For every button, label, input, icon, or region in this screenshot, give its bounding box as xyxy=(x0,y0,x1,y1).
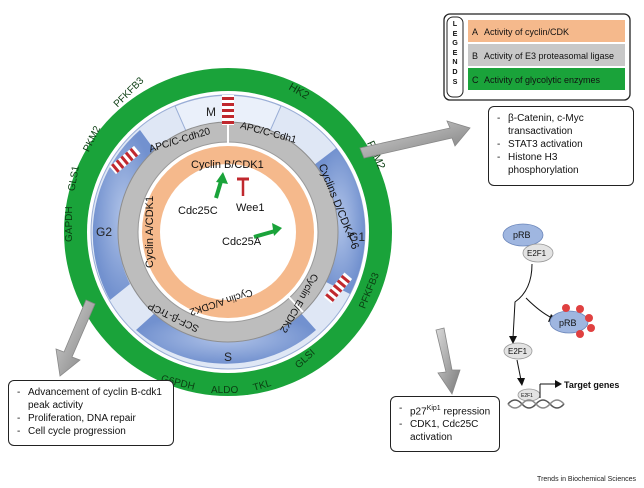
cdc25a-activation-arrow xyxy=(253,223,282,239)
phospho-dot-3 xyxy=(585,314,593,322)
effect-item: Proliferation, DNA repair xyxy=(17,412,166,425)
legend-key-b: B xyxy=(472,51,478,61)
legend-title-letter: D xyxy=(452,66,458,76)
e2f1-dna-label: E2F1 xyxy=(521,393,533,399)
legend-swatch-c xyxy=(468,68,625,90)
legend-title-strip xyxy=(446,16,464,98)
phase-label-s: S xyxy=(224,350,232,364)
cyclin-center xyxy=(160,164,296,300)
journal-footer: Trends in Biochemical Sciences xyxy=(537,476,636,483)
effects-box-top-right: β-Catenin, c-Myc transactivation STAT3 a… xyxy=(488,106,634,186)
enzyme-aldo: ALDO xyxy=(211,385,238,396)
enzyme-tkl: TKL xyxy=(252,378,273,394)
effect-item: STAT3 activation xyxy=(497,138,626,151)
cyclin-b-cdk1: Cyclin B/CDK1 xyxy=(191,159,264,171)
legend-title-letter: E xyxy=(452,28,458,38)
legend-label-b: Activity of E3 proteasomal ligase xyxy=(484,51,614,61)
legend-title-letter: E xyxy=(452,47,458,57)
phospho-dot-2 xyxy=(576,305,584,313)
effect-item: Advancement of cyclin B-cdk1 peak activi… xyxy=(17,386,166,412)
effects-box-bottom-mid: p27Kip1 repression CDK1, Cdc25C activati… xyxy=(390,396,500,452)
prb-bubble xyxy=(502,223,544,247)
enzyme-gapdh: GAPDH xyxy=(64,206,75,242)
legend-title-letter: L xyxy=(452,19,458,28)
e2f1-label: E2F1 xyxy=(527,249,547,258)
dna-helix-2 xyxy=(507,399,565,409)
legend-label-a: Activity of cyclin/CDK xyxy=(484,27,569,37)
phase-label-g1: G1 xyxy=(349,230,365,244)
phase-g2-segment xyxy=(92,130,156,300)
legend-swatch-b xyxy=(468,44,625,66)
prb-label: pRB xyxy=(513,230,531,240)
effects-box-bottom-left: Advancement of cyclin B-cdk1 peak activi… xyxy=(8,380,174,446)
pathway-down-line xyxy=(516,359,522,381)
arrow-to-bottom-mid-box xyxy=(435,327,461,395)
arrow-to-top-right-box xyxy=(359,120,471,159)
legend-title-letter: G xyxy=(452,38,458,48)
legend-key-c: C xyxy=(472,75,479,85)
e2f1-free-bubble xyxy=(503,342,533,360)
cyclin-a-cdk1: Cyclin A/CDK1 xyxy=(144,196,156,268)
prb2-label: pRB xyxy=(559,318,577,328)
legend-title-letter: S xyxy=(452,76,458,86)
phospho-dot-5 xyxy=(576,330,584,338)
phospho-dot-4 xyxy=(587,324,595,332)
e2f1-free-label: E2F1 xyxy=(508,347,528,356)
legend-title-letter: N xyxy=(452,57,458,67)
phase-s-segment xyxy=(136,312,316,364)
legend-key-a: A xyxy=(472,27,478,37)
e3-divider-bottom xyxy=(287,295,304,313)
cdc25c-activation-arrow xyxy=(214,172,228,199)
phase-label-g2: G2 xyxy=(96,225,112,239)
pathway-branch-curve xyxy=(525,297,553,319)
checkpoint-stripes-g2 xyxy=(109,145,141,175)
regulator-cdc25c: Cdc25C xyxy=(178,205,218,217)
effect-item: p27Kip1 repression xyxy=(399,402,492,418)
arrow-to-bottom-left-box xyxy=(55,299,96,377)
effect-item: β-Catenin, c-Myc transactivation xyxy=(497,112,626,138)
effect-item: Cell cycle progression xyxy=(17,425,166,438)
legend-label-c: Activity of glycolytic enzymes xyxy=(484,75,601,85)
checkpoint-stripes-m xyxy=(222,95,234,125)
effect-item: Histone H3 phosphorylation xyxy=(497,151,626,177)
e2f1-bubble xyxy=(522,243,554,263)
target-genes-label: Target genes xyxy=(564,380,619,390)
regulator-cdc25a: Cdc25A xyxy=(222,236,262,248)
enzyme-gls1-left: GLS1 xyxy=(66,165,81,193)
prb-pathway: pRB E2F1 pRB E2F1 E2F1 Target genes xyxy=(502,223,619,409)
wee1-inhibition-mark xyxy=(237,177,249,196)
phase-label-m: M xyxy=(206,105,216,119)
legend: A B C Activity of cyclin/CDK Activity of… xyxy=(443,13,631,101)
phospho-dot-1 xyxy=(562,304,570,312)
prb2-bubble xyxy=(549,310,589,334)
checkpoint-stripes-g1 xyxy=(323,272,353,304)
effect-item: CDK1, Cdc25C activation xyxy=(399,418,492,444)
pathway-split-curve xyxy=(512,263,533,339)
regulator-wee1: Wee1 xyxy=(236,202,265,214)
legend-swatch-a xyxy=(468,20,625,42)
